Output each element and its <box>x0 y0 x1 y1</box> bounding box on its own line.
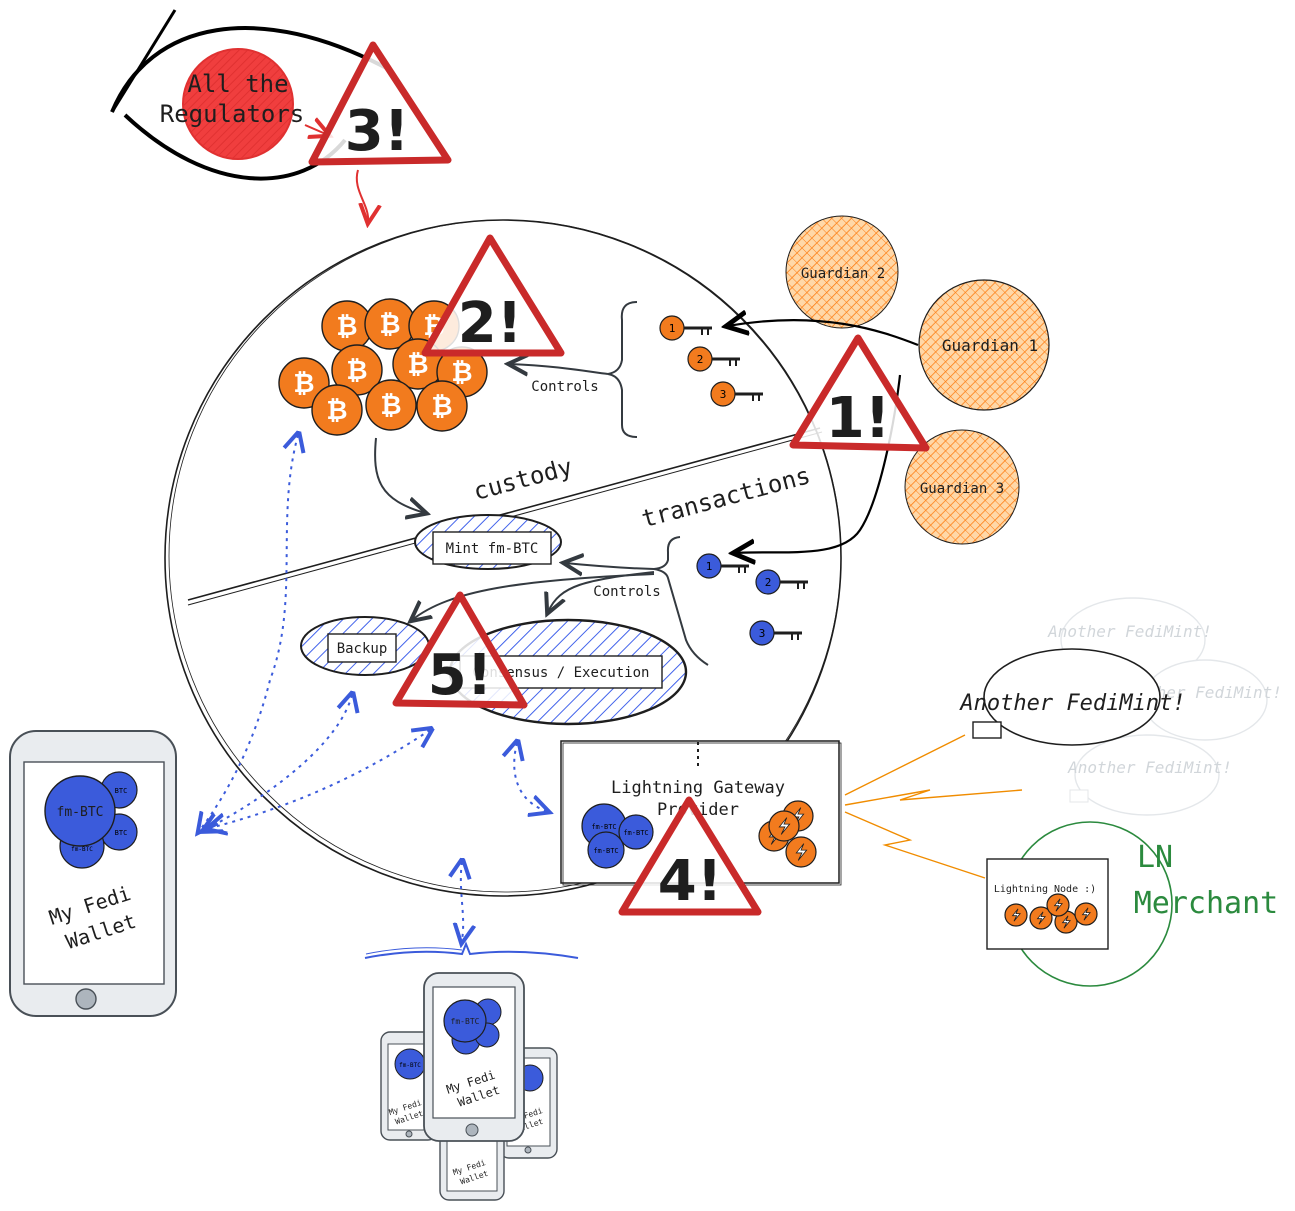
custody-keys: 1 2 3 Controls <box>510 301 763 438</box>
key-number: 3 <box>759 627 766 640</box>
key-icon: 2 <box>755 569 808 595</box>
key-icon: 1 <box>659 315 712 341</box>
svg-text:₿: ₿ <box>407 350 428 380</box>
key-icon: 3 <box>710 381 763 407</box>
guardian-to-custody-key-arrow <box>728 320 919 347</box>
warning-1-label: 1! <box>826 386 891 451</box>
warning-triangle-4: 4! <box>618 796 762 916</box>
custody-label: custody <box>470 453 575 506</box>
key-number: 3 <box>720 388 727 401</box>
backup-label: Backup <box>337 641 388 657</box>
another-fedimint-label: Another FediMint! <box>958 691 1185 716</box>
guardian-2-circle <box>785 215 899 329</box>
lightning-coin <box>1029 906 1053 930</box>
other-fedimint-1-label: Another FediMint! <box>1047 622 1212 641</box>
large-wallet-coin-label: fm-BTC <box>57 805 104 820</box>
custody-controls-arrow <box>510 364 609 374</box>
warning-5-label: 5! <box>428 643 493 708</box>
transaction-keys: 1 2 3 Controls <box>412 536 808 666</box>
lightning-coin <box>785 836 817 868</box>
other-fedimints: Another FediMint! Another FediMint! Anot… <box>958 597 1282 816</box>
key-number: 2 <box>697 353 704 366</box>
warning-triangle-3: 3! <box>308 41 452 166</box>
large-wallet-coin-small-1: BTC <box>115 787 128 795</box>
group-left-coin: fm-BTC <box>399 1062 421 1069</box>
svg-text:₿: ₿ <box>326 396 347 426</box>
wallet-connectors <box>200 435 546 940</box>
guardian-1-label: Guardian 1 <box>942 336 1038 355</box>
lightning-gateway: Lightning Gateway Provider fm-BTC fm-BTC… <box>560 740 842 886</box>
guardian-3-circle <box>904 429 1020 545</box>
other-fedimint-3-label: Another FediMint! <box>1067 758 1232 777</box>
merchant-title-line1: LN <box>1137 840 1173 875</box>
transactions-label: transactions <box>639 461 814 533</box>
gateway-label-line1: Lightning Gateway <box>611 778 785 798</box>
key-number: 2 <box>765 576 772 589</box>
bitcoin-reserve: ₿₿₿₿₿₿₿₿₿₿ <box>278 298 488 436</box>
lightning-coin <box>1054 910 1078 934</box>
gateway-fm-btc-coins: fm-BTC fm-BTC fm-BTC <box>581 803 654 869</box>
merchant-title-line2: Merchant <box>1134 886 1279 921</box>
large-wallet-coin-small-2: BTC <box>115 829 128 837</box>
svg-text:₿: ₿ <box>293 369 314 399</box>
regulators-circle <box>182 48 294 160</box>
controls-label-top: Controls <box>531 379 598 395</box>
warning-triangle-5: 5! <box>392 591 528 709</box>
key-number: 1 <box>706 560 713 573</box>
reserve-to-mint-arrow <box>374 437 425 513</box>
lightning-bolts <box>844 734 1023 879</box>
key-number: 1 <box>669 322 676 335</box>
lightning-coin <box>1004 903 1028 927</box>
large-wallet-home-button[interactable] <box>75 988 97 1010</box>
regulators-label-line2: Regulators <box>160 100 305 128</box>
ln-merchant: LN Merchant Lightning Node :) <box>986 821 1279 987</box>
regulators-arrow <box>355 169 368 222</box>
key-icon: 3 <box>749 620 802 646</box>
gateway-lightning-coins <box>758 800 817 868</box>
bitcoin-coin: ₿ <box>321 300 373 352</box>
mint-label: Mint fm-BTC <box>446 541 539 557</box>
gateway-coin-label-2: fm-BTC <box>623 829 648 837</box>
large-wallet-phone: fm-BTC BTC BTC fm-BTC My Fedi Wallet <box>9 730 177 1017</box>
bitcoin-coin: ₿ <box>416 380 468 432</box>
bitcoin-coin: ₿ <box>365 379 417 431</box>
warning-4-label: 4! <box>658 849 723 914</box>
wallet-group: fm-BTC My Fedi Wallet My Fedi Wallet My … <box>364 941 579 1201</box>
key-icon: 2 <box>687 346 740 372</box>
svg-text:₿: ₿ <box>431 392 452 422</box>
consensus-label: Consensus / Execution <box>472 665 649 681</box>
lightning-node-label: Lightning Node :) <box>994 884 1096 895</box>
bitcoin-coin: ₿ <box>311 384 363 436</box>
svg-text:₿: ₿ <box>451 358 472 388</box>
merchant-lightning-coins <box>1004 893 1098 934</box>
large-wallet-coin-small-3: fm-BTC <box>71 846 93 853</box>
guardian-3-label: Guardian 3 <box>920 481 1004 497</box>
svg-text:₿: ₿ <box>336 312 357 342</box>
bitcoin-coin: ₿ <box>364 298 416 350</box>
svg-text:₿: ₿ <box>380 391 401 421</box>
warning-triangle-2: 2! <box>421 234 565 357</box>
guardians: Guardian 2 Guardian 1 Guardian 3 <box>728 215 1050 553</box>
backup-module: Backup <box>300 616 430 676</box>
svg-text:₿: ₿ <box>346 356 367 386</box>
guardian-1-circle <box>918 279 1050 411</box>
key-icon: 1 <box>696 553 749 579</box>
group-center-coin: fm-BTC <box>451 1017 480 1026</box>
warning-triangle-1: 1! <box>789 334 930 452</box>
bitcoin-coin: ₿ <box>331 344 383 396</box>
guardian-2-label: Guardian 2 <box>801 266 885 282</box>
lightning-coin <box>1046 893 1070 917</box>
gateway-coin-label-3: fm-BTC <box>593 847 618 855</box>
gateway-coin-label-1: fm-BTC <box>591 823 616 831</box>
warning-2-label: 2! <box>458 291 523 356</box>
mint-module: Mint fm-BTC <box>414 514 562 570</box>
regulators-label-line1: All the <box>187 70 288 98</box>
controls-label-bottom: Controls <box>593 584 660 600</box>
lightning-coin <box>1074 902 1098 926</box>
svg-text:₿: ₿ <box>379 310 400 340</box>
warning-3-label: 3! <box>345 99 410 164</box>
lightning-coin <box>768 810 800 842</box>
regulators-eye: All the Regulators <box>110 9 391 222</box>
